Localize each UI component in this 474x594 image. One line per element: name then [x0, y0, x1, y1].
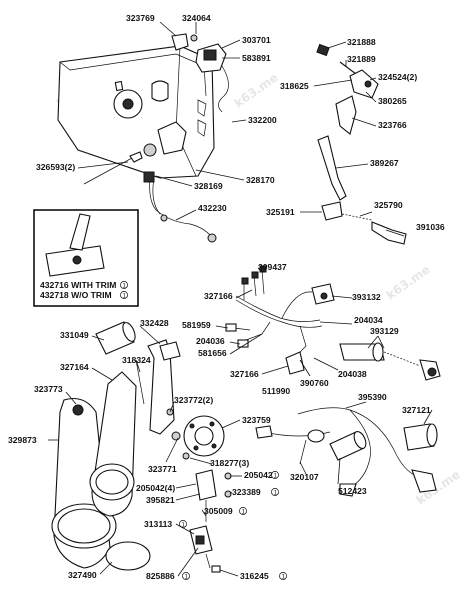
callout-303701: 303701 [242, 35, 271, 45]
leader-lines [48, 21, 433, 577]
callout-320107: 320107 [290, 472, 319, 482]
callout-329873: 329873 [8, 435, 37, 445]
callout-324524: 324524(2) [378, 72, 417, 82]
callout-205042: 205042 [244, 470, 273, 480]
inset-line-1-mark: 1 [123, 284, 127, 290]
callout-labels: 323769 324064 303701 583891 321888 32188… [8, 13, 445, 581]
callout-583891: 583891 [242, 53, 271, 63]
callout-390760: 390760 [300, 378, 329, 388]
callout-204036: 204036 [196, 336, 225, 346]
wiring-harness [225, 265, 335, 375]
callout-204034: 204034 [354, 315, 383, 325]
callout-324064: 324064 [182, 13, 211, 23]
callout-204038: 204038 [338, 369, 367, 379]
callout-328169: 328169 [194, 181, 223, 191]
callout-825886: 825886 [146, 571, 175, 581]
callout-325790: 325790 [374, 200, 403, 210]
control-arm-assembly [51, 371, 151, 571]
callout-327164: 327164 [60, 362, 89, 372]
callout-395821: 395821 [146, 495, 175, 505]
callout-380265: 380265 [378, 96, 407, 106]
mark-205042: 1 [274, 474, 278, 480]
callout-323759: 323759 [242, 415, 271, 425]
trim-cable-assembly-395390 [255, 407, 437, 497]
tube-331049 [95, 321, 136, 355]
callout-323389: 323389 [232, 487, 261, 497]
callout-395390: 395390 [358, 392, 387, 402]
callout-316245: 316245 [240, 571, 269, 581]
callout-325191: 325191 [266, 207, 295, 217]
circled-marks: 1 1 1 1 1 1 [179, 471, 287, 581]
mark-305009: 1 [242, 510, 246, 516]
callout-323772: 323772(2) [174, 395, 213, 405]
watermark-1: k63.me [232, 70, 281, 110]
key-switch-assembly [171, 33, 229, 113]
watermark-2: k63.me [384, 262, 433, 302]
throttle-linkage-parts [316, 43, 407, 245]
control-box-housing [57, 45, 215, 179]
callout-313113: 313113 [144, 519, 172, 529]
callout-309437: 309437 [258, 262, 287, 272]
callout-432230: 432230 [198, 203, 227, 213]
callout-323766: 323766 [378, 120, 407, 130]
trim-switch-393129 [339, 342, 441, 381]
callout-321888: 321888 [347, 37, 376, 47]
callout-323771: 323771 [148, 464, 177, 474]
callout-205042-4: 205042(4) [136, 483, 175, 493]
callout-389267: 389267 [370, 158, 399, 168]
mark-313113: 1 [182, 523, 186, 529]
callout-581656: 581656 [198, 348, 227, 358]
callout-332200: 332200 [248, 115, 277, 125]
neutral-switch-and-small-parts [189, 469, 232, 573]
callout-326593: 326593(2) [36, 162, 75, 172]
detent-plate-323759 [171, 415, 225, 460]
callout-511990: 511990 [262, 386, 290, 396]
sleeve-327121 [403, 423, 438, 451]
callout-332428: 332428 [140, 318, 169, 328]
callout-331049: 331049 [60, 330, 89, 340]
callout-318324: 318324 [122, 355, 151, 365]
inset-line-2: 432718 W/O TRIM [40, 290, 112, 300]
callout-327166-b: 327166 [230, 369, 259, 379]
inset-control-handle: 432716 WITH TRIM 1 432718 W/O TRIM 1 [33, 209, 139, 307]
callout-305009: 305009 [204, 506, 233, 516]
callout-328170: 328170 [246, 175, 275, 185]
inset-line-2-mark: 1 [123, 294, 127, 300]
callout-321889: 321889 [347, 54, 376, 64]
callout-581959: 581959 [182, 320, 211, 330]
callout-327121: 327121 [402, 405, 431, 415]
sleeve-512423 [329, 430, 367, 461]
callout-318625: 318625 [280, 81, 309, 91]
callout-327166-a: 327166 [204, 291, 233, 301]
callout-393132: 393132 [352, 292, 381, 302]
callout-323769: 323769 [126, 13, 155, 23]
inset-line-1: 432716 WITH TRIM [40, 280, 116, 290]
mark-316245: 1 [282, 575, 286, 581]
callout-391036: 391036 [416, 222, 445, 232]
mark-323389: 1 [274, 491, 278, 497]
screw-and-harness-432230 [83, 151, 217, 243]
callout-512423: 512423 [338, 486, 367, 496]
mark-825886: 1 [185, 575, 189, 581]
callout-393129: 393129 [370, 326, 399, 336]
callout-323773: 323773 [34, 384, 63, 394]
callout-327490: 327490 [68, 570, 97, 580]
callout-318277: 318277(3) [210, 458, 249, 468]
